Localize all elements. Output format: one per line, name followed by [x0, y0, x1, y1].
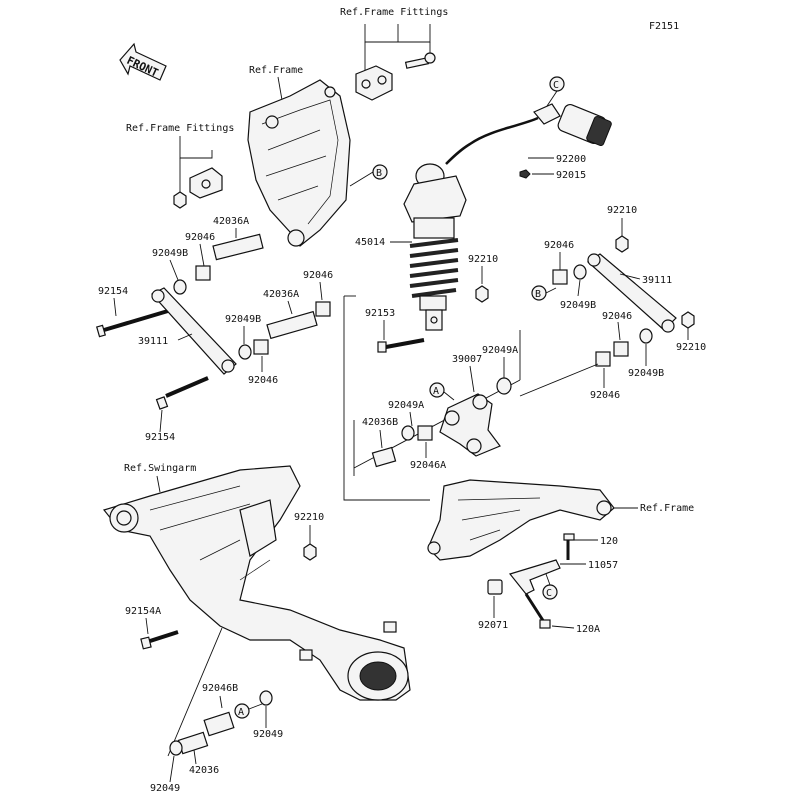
part-11057: 11057: [588, 560, 618, 571]
part-92046-b: 92046: [544, 240, 574, 251]
part-42036: 42036: [189, 765, 219, 776]
bolt-92154A: [140, 630, 179, 650]
bolt-120A: [524, 593, 551, 629]
part-92046A: 92046A: [410, 460, 446, 471]
frame-fitting-bracket-top: [355, 52, 436, 101]
tie-rod-left: [151, 287, 237, 375]
frame-lower-bracket: [427, 479, 615, 561]
frame-fitting-bracket-left: [173, 167, 223, 209]
callout-c-bottom: C: [542, 573, 558, 600]
part-39111-left: 39111: [138, 336, 168, 347]
part-92071: 92071: [478, 620, 508, 631]
bolt-92154-bottom: [155, 376, 209, 410]
callout-c-top: C: [546, 76, 565, 107]
part-92046B: 92046B: [202, 683, 238, 694]
part-92015: 92015: [556, 170, 586, 181]
part-120: 120: [600, 536, 618, 547]
tie-rod-right: [587, 253, 677, 333]
frame-bracket: [247, 79, 351, 247]
part-92200: 92200: [556, 154, 586, 165]
svg-text:A: A: [433, 386, 439, 397]
part-92049-b: 92049: [150, 783, 180, 794]
part-42036B: 42036B: [362, 417, 398, 428]
shock-reservoir: [445, 103, 612, 165]
part-92210-right: 92210: [676, 342, 706, 353]
part-92049B-c: 92049B: [225, 314, 261, 325]
part-92210-lower: 92210: [294, 512, 324, 523]
part-42036A-mid: 42036A: [263, 289, 299, 300]
part-39111-right: 39111: [642, 275, 672, 286]
part-92153: 92153: [365, 308, 395, 319]
bolt-92153: [377, 338, 425, 353]
ref-frame-fittings-left: Ref.Frame Fittings: [126, 123, 234, 134]
figure-code: F2151: [649, 21, 679, 32]
part-92049B-a: 92049B: [152, 248, 188, 259]
part-92046-a: 92046: [185, 232, 215, 243]
part-92046-d: 92046: [248, 375, 278, 386]
front-arrow-icon: FRONT: [119, 42, 167, 81]
ref-frame-right: Ref.Frame: [640, 503, 694, 514]
callout-a-bottom: A: [234, 703, 263, 719]
bolt-120: [563, 533, 575, 560]
part-92154-top: 92154: [98, 286, 128, 297]
part-45014: 45014: [355, 237, 385, 248]
svg-text:B: B: [376, 168, 382, 179]
part-92049-a: 92049: [253, 729, 283, 740]
svg-text:A: A: [238, 707, 244, 718]
part-92049B-b: 92049B: [560, 300, 596, 311]
part-92210-top: 92210: [607, 205, 637, 216]
part-92046-f: 92046: [590, 390, 620, 401]
part-120A: 120A: [576, 624, 600, 635]
bolt-92154-top: [95, 306, 179, 338]
ref-frame-top: Ref.Frame: [249, 65, 303, 76]
svg-text:C: C: [546, 588, 552, 599]
ref-frame-fittings-top: Ref.Frame Fittings: [340, 7, 448, 18]
bushing-92071: [487, 579, 503, 595]
rear-shock-absorber: [403, 163, 467, 331]
swingarm: [102, 465, 411, 701]
svg-text:B: B: [535, 289, 541, 300]
part-42036A-top: 42036A: [213, 216, 249, 227]
callout-a-mid: A: [429, 382, 455, 401]
svg-text:C: C: [553, 80, 559, 91]
part-92154-bottom: 92154: [145, 432, 175, 443]
part-92049B-d: 92049B: [628, 368, 664, 379]
part-92154A: 92154A: [125, 606, 161, 617]
part-92046-e: 92046: [602, 311, 632, 322]
part-92049A-a: 92049A: [482, 345, 518, 356]
part-39007: 39007: [452, 354, 482, 365]
part-92210-mid: 92210: [468, 254, 498, 265]
rocker-arm: [439, 393, 501, 457]
part-92046-c: 92046: [303, 270, 333, 281]
callout-b-top: B: [349, 164, 388, 187]
part-92049A-b: 92049A: [388, 400, 424, 411]
callout-b-mid: B: [531, 285, 557, 301]
ref-swingarm: Ref.Swingarm: [124, 463, 196, 474]
